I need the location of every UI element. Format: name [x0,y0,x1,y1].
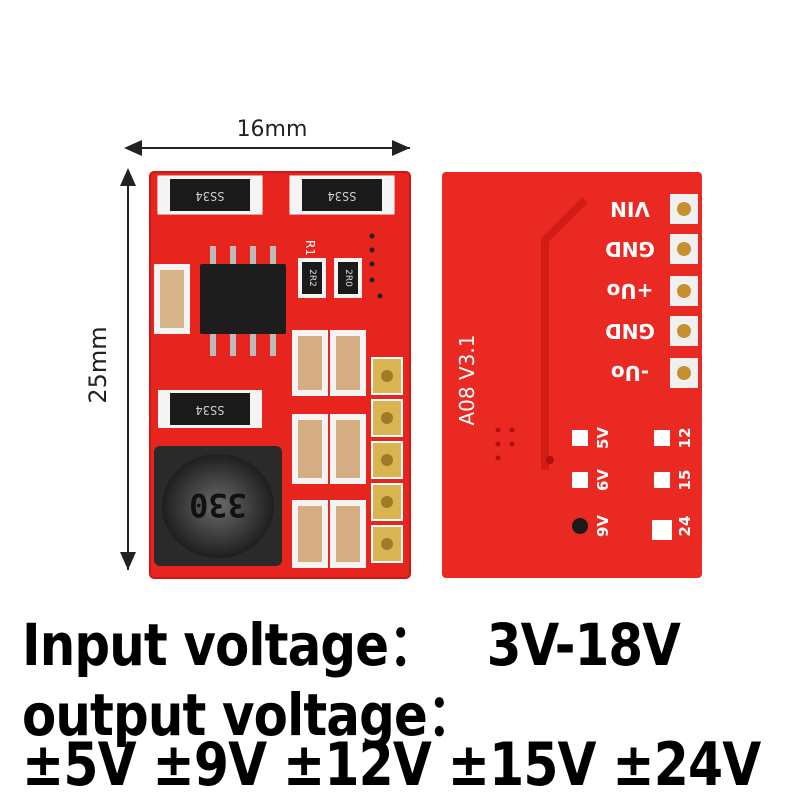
diode-marking: SS34 [196,189,225,203]
height-dimension: 25mm [84,168,136,570]
jumper-9v: 9V [594,515,612,537]
diode-marking: SS34 [196,403,225,417]
resistor-2r0: 2R0 [334,258,362,298]
diode-ss34-2: SS34 [289,175,395,215]
inductor-marking: 330 [189,486,247,524]
jumper-24: 24 [676,516,694,537]
width-dimension: 16mm [124,117,410,156]
jumper-15: 15 [676,470,694,491]
pin-label-pos-out: +Uo [607,279,654,303]
pin-header [670,194,698,388]
pin-label-gnd-2: GND [605,319,655,343]
ic-chip [200,246,286,356]
pin-labels: VIN GND +Uo GND -Uo [605,197,655,385]
pin-label-vin: VIN [610,197,650,221]
output-voltage-values: ±5V ±9V ±12V ±15V ±24V [22,730,761,800]
r1-label: R1 [303,240,317,256]
resistor-marking: 2R2 [307,269,317,287]
width-label: 16mm [237,117,308,142]
jumper-5v: 5V [594,427,612,449]
jumper-labels: 5V 12 6V 15 9V 24 [594,427,694,537]
resistor-2r2: 2R2 [298,258,326,298]
front-board: SS34 SS34 R1 2R2 [149,171,411,579]
jumper-6v: 6V [594,469,612,491]
resistor-marking: 2R0 [343,269,353,287]
product-photo: 16mm 25mm SS34 SS34 [84,117,702,579]
diode-ss34-3: SS34 [158,390,262,428]
inductor-330: 330 [154,446,282,566]
diode-marking: SS34 [328,189,357,203]
capacitor-left [154,264,190,334]
jumper-pads [572,430,672,540]
output-voltage-heading: output voltage： [22,681,477,749]
capacitor-array [292,330,366,568]
pin-label-neg-out: -Uo [611,361,649,385]
jumper-12: 12 [676,428,694,449]
input-voltage-text: Input voltage： 3V-18V [22,611,681,679]
back-board: VIN GND +Uo GND -Uo A08 V3.1 5V 12 6V 15… [442,172,702,578]
diode-ss34-1: SS34 [157,175,263,215]
front-pads [371,357,403,563]
pin-label-gnd-1: GND [605,237,655,261]
height-label: 25mm [84,326,112,403]
board-model: A08 V3.1 [455,335,479,426]
